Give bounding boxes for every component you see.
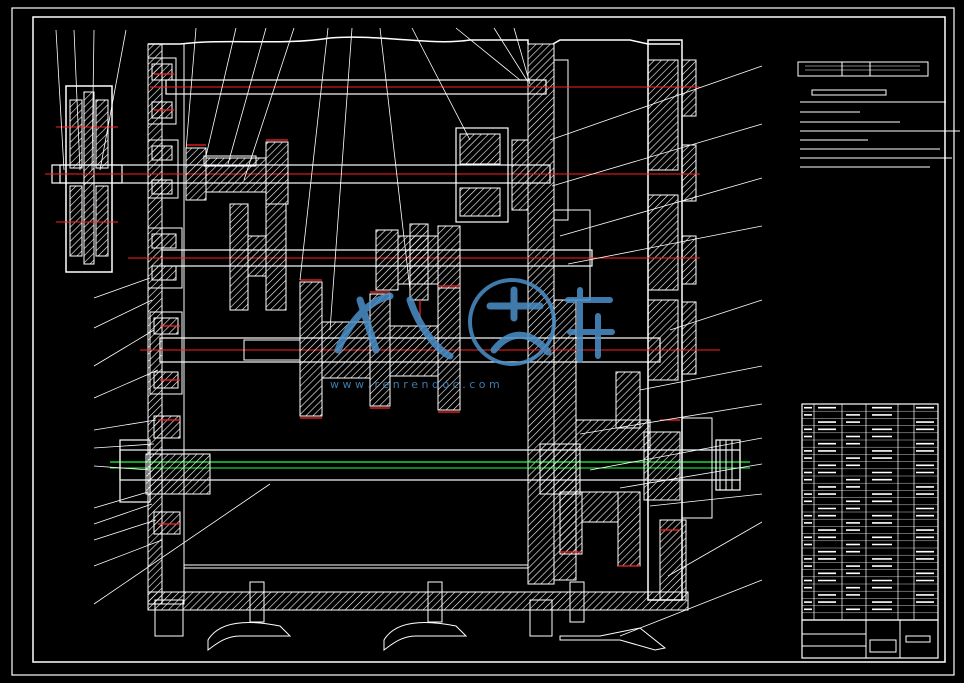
inner-border: [32, 16, 946, 663]
gear-block-shaft-4: [243, 281, 461, 417]
title-block-header: [797, 61, 929, 77]
leader-lines-top: [55, 27, 531, 331]
red-centerline-ticks: [154, 73, 680, 567]
leader-lines-left: [93, 277, 271, 605]
clutch-assembly: [455, 127, 529, 223]
watermark-url: w w w . r e n r e n d o c . c o m: [330, 378, 500, 391]
outer-border: [11, 7, 955, 676]
shaft-2-input: [45, 164, 700, 184]
shaft-1: [150, 79, 700, 95]
gear-cluster-shaft-2: [185, 141, 289, 205]
parts-list-table: [801, 403, 939, 621]
base-feet-and-levers: [207, 581, 667, 651]
belt-pulley: [51, 85, 123, 273]
technical-notes: [800, 89, 960, 168]
title-block: [801, 619, 939, 659]
output-bearing-housings: [119, 417, 741, 519]
watermark: w w w . r e n r e n d o c . c o m: [330, 278, 615, 391]
leader-lines-right: [549, 65, 763, 637]
output-gear: [539, 371, 641, 567]
gear-block-shaft-3: [229, 203, 461, 311]
